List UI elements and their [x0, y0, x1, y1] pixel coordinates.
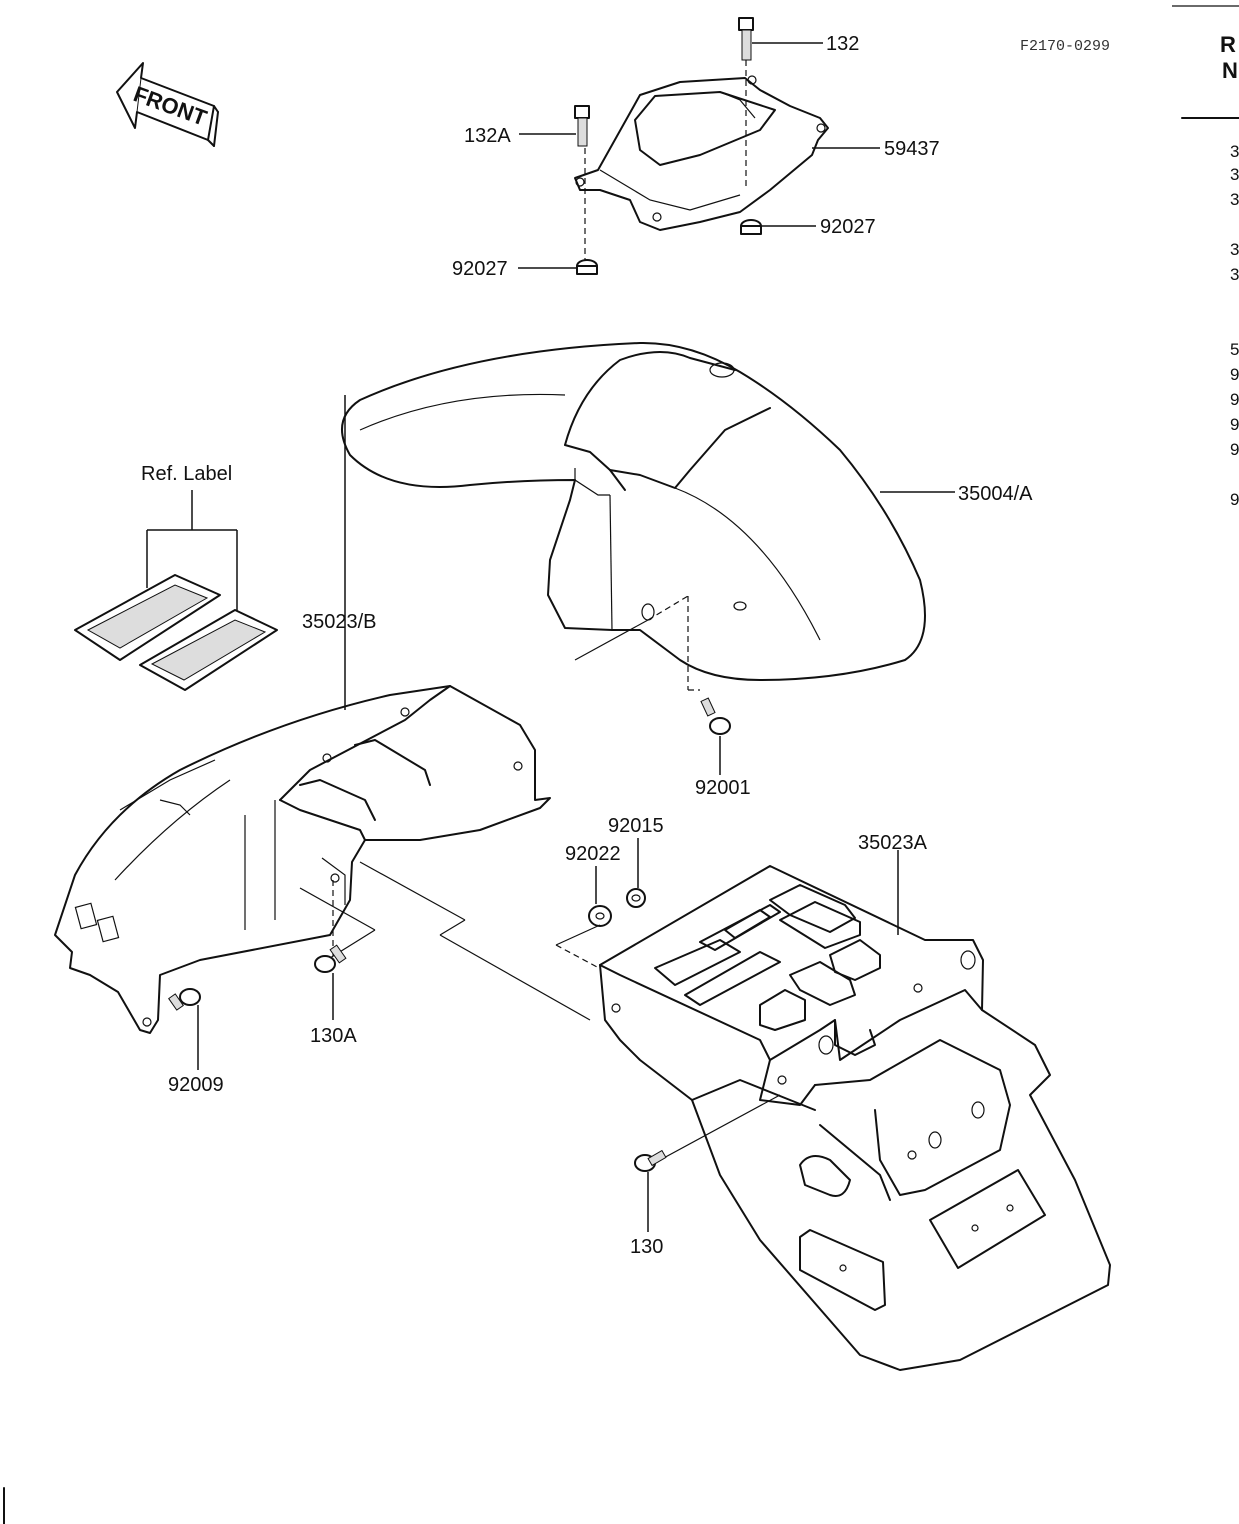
bolt-92001-icon	[700, 697, 731, 735]
bolt-130-guide	[659, 1094, 781, 1161]
callout-92015: 92015	[608, 815, 664, 837]
assembly-guide-lines	[299, 861, 591, 1021]
side-digit: 3	[1230, 190, 1239, 209]
side-digit: 3	[1230, 265, 1239, 284]
bolt-132a-icon	[574, 105, 590, 147]
rear-fender-35023a	[599, 865, 1111, 1371]
callout-92027-right: 92027	[820, 216, 876, 238]
bolt-132-icon	[738, 17, 754, 61]
nut-92015-icon	[626, 888, 646, 908]
callout-132: 132	[826, 33, 859, 55]
bolt-92009-icon	[168, 988, 201, 1011]
ref-label-title: Ref. Label	[141, 463, 232, 485]
side-digit: 9	[1230, 365, 1239, 384]
bolt-130-icon	[634, 1149, 667, 1172]
bracket-59437	[574, 60, 829, 260]
side-column-header-2: N	[1222, 58, 1238, 83]
side-digit: 9	[1230, 440, 1239, 459]
washer-92022-icon	[588, 905, 612, 927]
callout-35004a: 35004/A	[958, 483, 1033, 505]
nut-92027-right-icon	[740, 219, 762, 235]
figure-code: F2170-0299	[1020, 38, 1110, 55]
callout-132a: 132A	[464, 125, 511, 147]
callout-130: 130	[630, 1236, 663, 1258]
callout-92009: 92009	[168, 1074, 224, 1096]
side-digit: 3	[1230, 142, 1239, 161]
side-digit: 5	[1230, 340, 1239, 359]
rear-fender-35023b	[54, 395, 551, 1034]
bolt-130a-icon	[314, 944, 347, 973]
side-digit: 9	[1230, 415, 1239, 434]
callout-92022: 92022	[565, 843, 621, 865]
callout-59437: 59437	[884, 138, 940, 160]
front-fender-35004a	[341, 341, 926, 691]
callout-92027-left: 92027	[452, 258, 508, 280]
side-column-header-1: R	[1220, 32, 1236, 57]
ref-label-stickers	[74, 490, 278, 691]
nut-92027-left-icon	[576, 259, 598, 275]
side-digit: 9	[1230, 390, 1239, 409]
front-arrow-icon: FRONT	[116, 62, 219, 147]
side-digit: 3	[1230, 165, 1239, 184]
side-digit: 9	[1230, 490, 1239, 509]
callout-130a: 130A	[310, 1025, 357, 1047]
callout-35023b: 35023/B	[302, 611, 377, 633]
side-digit: 3	[1230, 240, 1239, 259]
callout-92001: 92001	[695, 777, 751, 799]
callout-35023a: 35023A	[858, 832, 928, 854]
